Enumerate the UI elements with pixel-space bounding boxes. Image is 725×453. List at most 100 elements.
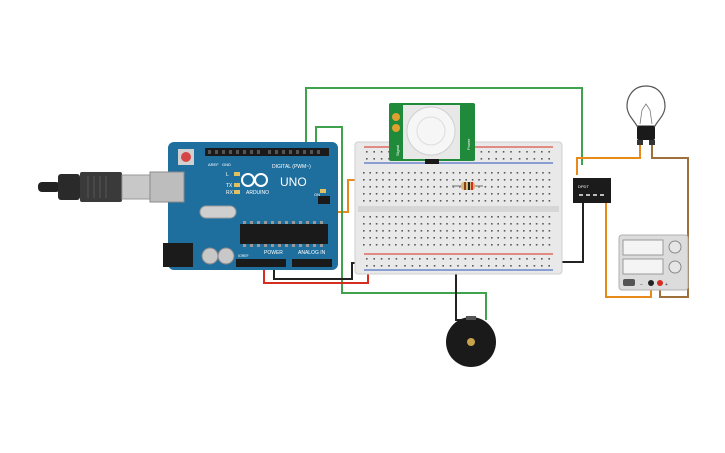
breadboard-hole[interactable]	[401, 230, 403, 232]
wire-green-pir-signal-to-relay[interactable]	[305, 87, 583, 165]
breadboard-hole[interactable]	[414, 216, 416, 218]
breadboard-hole[interactable]	[407, 244, 410, 246]
breadboard-hole[interactable]	[401, 172, 403, 174]
breadboard-hole[interactable]	[488, 151, 490, 153]
breadboard-hole[interactable]	[488, 158, 490, 160]
breadboard-hole[interactable]	[452, 193, 455, 195]
breadboard-hole[interactable]	[407, 186, 410, 188]
breadboard-hole[interactable]	[503, 172, 506, 174]
breadboard-hole[interactable]	[459, 179, 461, 181]
breadboard-hole[interactable]	[491, 237, 493, 239]
breadboard-hole[interactable]	[478, 244, 480, 246]
breadboard-hole[interactable]	[491, 172, 493, 174]
breadboard-hole[interactable]	[401, 193, 403, 195]
reset-button-cap[interactable]	[181, 152, 191, 162]
breadboard-hole[interactable]	[407, 237, 410, 239]
breadboard-hole[interactable]	[388, 244, 391, 246]
breadboard-hole[interactable]	[382, 179, 384, 181]
breadboard-hole[interactable]	[439, 172, 442, 174]
breadboard-hole[interactable]	[439, 179, 442, 181]
breadboard-hole[interactable]	[488, 258, 490, 260]
breadboard-hole[interactable]	[369, 223, 371, 225]
breadboard-hole[interactable]	[369, 200, 371, 202]
breadboard-hole[interactable]	[366, 158, 368, 160]
breadboard-hole[interactable]	[480, 265, 483, 267]
breadboard-hole[interactable]	[503, 230, 506, 232]
breadboard-hole[interactable]	[523, 237, 525, 239]
breadboard-hole[interactable]	[529, 223, 531, 225]
wire-orange-relay-to-supply[interactable]	[605, 192, 652, 298]
breadboard-hole[interactable]	[548, 244, 551, 246]
breadboard-hole[interactable]	[516, 230, 519, 232]
breadboard-hole[interactable]	[480, 258, 483, 260]
breadboard-hole[interactable]	[529, 179, 531, 181]
breadboard-hole[interactable]	[452, 172, 455, 174]
breadboard-hole[interactable]	[471, 200, 474, 202]
wire-brown-bulb-to-supply[interactable]	[651, 145, 689, 298]
breadboard-hole[interactable]	[407, 230, 410, 232]
breadboard-hole[interactable]	[465, 223, 467, 225]
breadboard-hole[interactable]	[395, 258, 398, 260]
breadboard-hole[interactable]	[480, 151, 483, 153]
breadboard-hole[interactable]	[491, 223, 493, 225]
breadboard-hole[interactable]	[388, 193, 391, 195]
breadboard-hole[interactable]	[439, 230, 442, 232]
breadboard-hole[interactable]	[420, 237, 423, 239]
breadboard-hole[interactable]	[535, 244, 538, 246]
breadboard-hole[interactable]	[478, 186, 480, 188]
breadboard-hole[interactable]	[533, 151, 536, 153]
breadboard-hole[interactable]	[433, 179, 435, 181]
breadboard[interactable]	[354, 141, 563, 275]
breadboard-hole[interactable]	[529, 216, 531, 218]
breadboard-hole[interactable]	[407, 216, 410, 218]
breadboard-hole[interactable]	[420, 172, 423, 174]
breadboard-hole[interactable]	[523, 186, 525, 188]
breadboard-hole[interactable]	[427, 179, 429, 181]
breadboard-hole[interactable]	[529, 244, 531, 246]
breadboard-hole[interactable]	[366, 151, 368, 153]
breadboard-hole[interactable]	[535, 179, 538, 181]
breadboard-hole[interactable]	[495, 158, 497, 160]
breadboard-hole[interactable]	[535, 223, 538, 225]
breadboard-hole[interactable]	[420, 216, 423, 218]
breadboard-hole[interactable]	[523, 216, 525, 218]
breadboard-hole[interactable]	[502, 265, 505, 267]
breadboard-hole[interactable]	[471, 237, 474, 239]
supply-power-switch[interactable]	[623, 279, 635, 286]
breadboard-hole[interactable]	[419, 258, 421, 260]
breadboard-hole[interactable]	[401, 216, 403, 218]
breadboard-hole[interactable]	[548, 158, 550, 160]
breadboard-hole[interactable]	[459, 193, 461, 195]
breadboard-hole[interactable]	[465, 237, 467, 239]
breadboard-hole[interactable]	[375, 193, 378, 195]
breadboard-hole[interactable]	[452, 216, 455, 218]
breadboard-hole[interactable]	[446, 186, 448, 188]
relay-module[interactable]: DPDT	[573, 178, 611, 203]
breadboard-hole[interactable]	[420, 186, 423, 188]
breadboard-hole[interactable]	[407, 193, 410, 195]
breadboard-hole[interactable]	[363, 216, 365, 218]
breadboard-hole[interactable]	[452, 230, 455, 232]
breadboard-hole[interactable]	[548, 230, 551, 232]
breadboard-hole[interactable]	[478, 193, 480, 195]
breadboard-hole[interactable]	[510, 186, 512, 188]
breadboard-hole[interactable]	[427, 230, 429, 232]
breadboard-hole[interactable]	[388, 265, 390, 267]
breadboard-hole[interactable]	[541, 158, 543, 160]
breadboard-hole[interactable]	[388, 230, 391, 232]
breadboard-hole[interactable]	[446, 230, 448, 232]
breadboard-hole[interactable]	[388, 200, 391, 202]
breadboard-hole[interactable]	[439, 193, 442, 195]
breadboard-hole[interactable]	[529, 186, 531, 188]
breadboard-hole[interactable]	[457, 265, 459, 267]
breadboard-hole[interactable]	[427, 244, 429, 246]
breadboard-hole[interactable]	[542, 193, 544, 195]
breadboard-hole[interactable]	[529, 230, 531, 232]
breadboard-hole[interactable]	[439, 200, 442, 202]
breadboard-hole[interactable]	[439, 237, 442, 239]
breadboard-hole[interactable]	[380, 258, 383, 260]
breadboard-hole[interactable]	[388, 186, 391, 188]
breadboard-hole[interactable]	[495, 151, 497, 153]
breadboard-hole[interactable]	[446, 216, 448, 218]
breadboard-hole[interactable]	[380, 158, 383, 160]
